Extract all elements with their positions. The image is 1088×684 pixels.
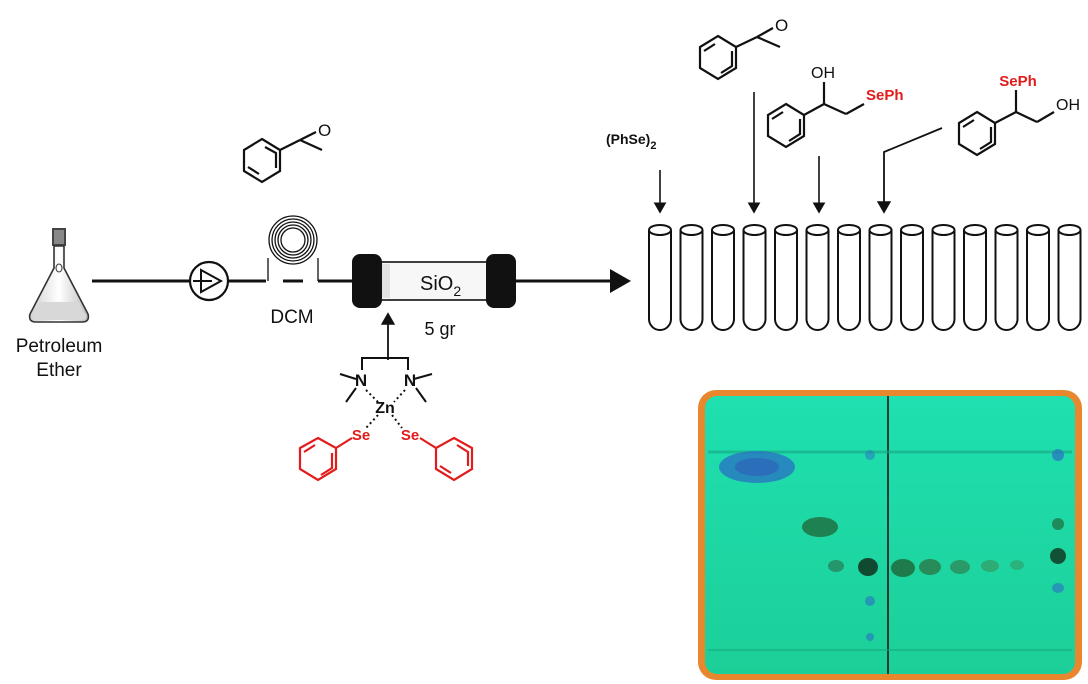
- reagent-nitrogen-right: N: [404, 371, 416, 390]
- solvent-label-line1: Petroleum: [16, 336, 103, 357]
- reagent-zinc-label: Zn: [375, 400, 395, 417]
- fraction-tube-rim: [837, 224, 861, 236]
- fraction-tube-rim: [648, 224, 672, 236]
- column-packing-label: SiO2: [420, 273, 461, 299]
- column-mass-label: 5 gr: [424, 319, 455, 339]
- fraction-tube: [963, 230, 987, 331]
- product2-seph-label: SePh: [999, 73, 1037, 90]
- fraction-tube-rack: [648, 224, 1082, 331]
- reagent-selenium-left: Se: [352, 427, 370, 444]
- product1-seph-label: SePh: [866, 87, 904, 104]
- fraction-tube-rim: [711, 224, 735, 236]
- fraction-tube: [837, 230, 861, 331]
- fraction-tube-rim: [868, 224, 893, 236]
- fraction-tube: [931, 230, 956, 331]
- phenyl-ring-right: [419, 436, 474, 482]
- styrene-oxide-top-structure: [698, 27, 781, 81]
- product2-structure: [957, 90, 1055, 157]
- fraction-tube-rim: [931, 224, 956, 236]
- fraction-tube: [648, 230, 672, 331]
- fraction-tube: [679, 230, 704, 331]
- product1-hydroxyl-label: OH: [811, 65, 835, 82]
- epoxide-top-oxygen-label: O: [775, 16, 788, 35]
- fraction-tube: [868, 230, 893, 331]
- fraction-tube: [711, 230, 735, 331]
- fraction-tube: [1057, 230, 1082, 331]
- fraction-tube: [774, 230, 798, 331]
- fraction-tube-rim: [900, 224, 924, 236]
- fraction-tube: [1026, 230, 1050, 331]
- zinc-reagent-structure: [339, 357, 433, 429]
- diselenide-label: (PhSe)2: [606, 131, 656, 152]
- fraction-tube: [900, 230, 924, 331]
- fraction-tube-rim: [1026, 224, 1050, 236]
- arrow-product2: [876, 127, 943, 214]
- fraction-tube-rim: [963, 224, 987, 236]
- silica-column: [352, 254, 516, 308]
- coil-reactor-icon: [267, 215, 319, 281]
- fraction-tube: [742, 230, 767, 331]
- flask-icon: [28, 228, 90, 323]
- phenyl-ring-left: [298, 436, 353, 482]
- tlc-plate-photo: [698, 390, 1082, 680]
- fraction-tube: [805, 230, 830, 331]
- reagent-nitrogen-left: N: [355, 371, 367, 390]
- fraction-tube-rim: [805, 224, 830, 236]
- reagent-selenium-right: Se: [401, 427, 419, 444]
- styrene-oxide-structure: [242, 131, 323, 184]
- fraction-tube-rim: [774, 224, 798, 236]
- pump-icon: [188, 260, 230, 302]
- fraction-tube-rim: [742, 224, 767, 236]
- epoxide-oxygen-label: O: [318, 121, 331, 140]
- fraction-tube-rim: [1057, 224, 1082, 236]
- product1-structure: [766, 82, 865, 149]
- solvent-label-line2: Ether: [36, 360, 82, 381]
- fraction-tube-rim: [994, 224, 1019, 236]
- fraction-tube: [994, 230, 1019, 331]
- product2-hydroxyl-label: OH: [1056, 97, 1080, 114]
- fraction-tube-rim: [679, 224, 704, 236]
- coil-solvent-label: DCM: [270, 307, 313, 328]
